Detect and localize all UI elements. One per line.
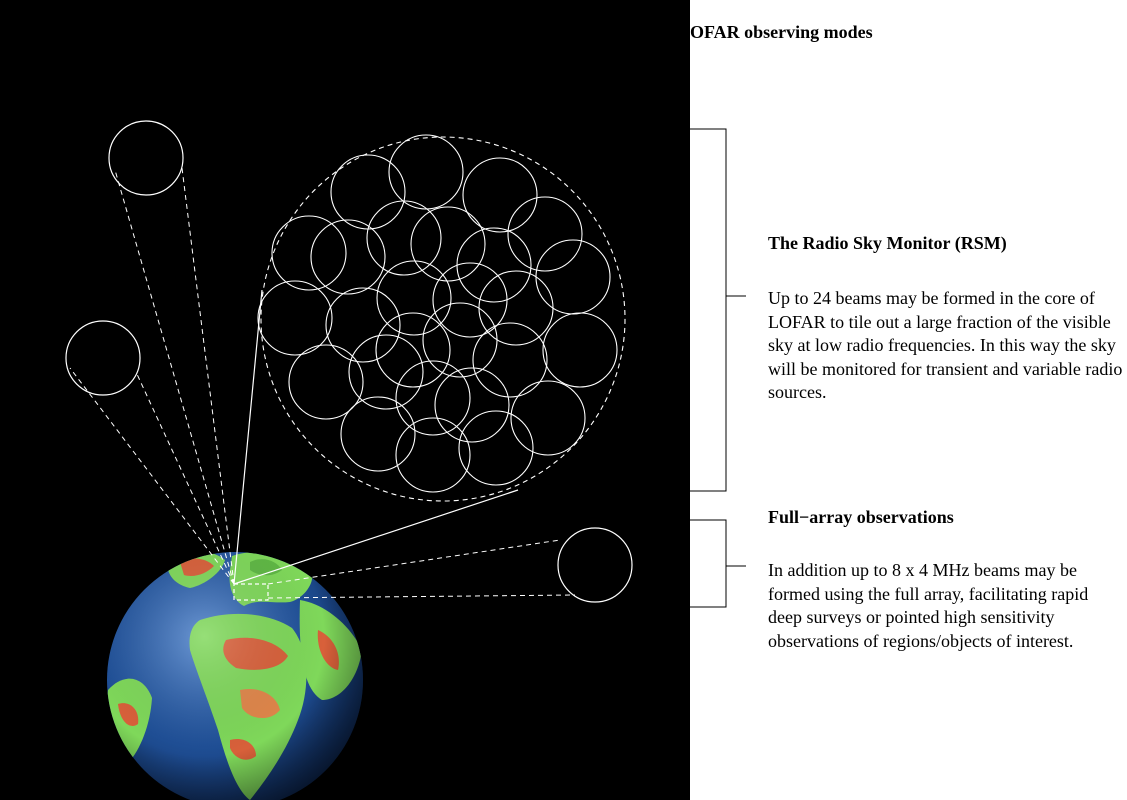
rsm-beam <box>472 322 548 398</box>
rsm-bracket <box>690 128 727 492</box>
rsm-beam <box>325 287 401 363</box>
sky-diagram-panel <box>0 0 690 800</box>
rsm-beam <box>388 134 464 210</box>
rsm-beam <box>366 200 442 276</box>
rsm-beam <box>434 367 510 443</box>
rsm-beam <box>478 270 554 346</box>
earth-globe <box>107 552 363 800</box>
rsm-beam <box>288 344 364 420</box>
rsm-beam <box>410 206 486 282</box>
section-brackets <box>690 128 746 608</box>
beam-circle <box>108 120 184 196</box>
full-array-description: In addition up to 8 x 4 MHz beams may be… <box>768 560 1089 651</box>
rsm-beam <box>310 219 386 295</box>
rsm-beam <box>375 312 451 388</box>
rsm-beam <box>348 334 424 410</box>
rsm-beams <box>257 134 618 493</box>
full-array-bracket <box>690 519 727 608</box>
page-title: LOFAR observing modes <box>678 22 873 42</box>
rsm-beam <box>422 302 498 378</box>
rsm-beam <box>535 239 611 315</box>
rsm-cone <box>233 289 519 585</box>
rsm-beam <box>395 417 471 493</box>
rsm-beam <box>456 227 532 303</box>
rsm-beam <box>340 396 416 472</box>
rsm-beam <box>542 312 618 388</box>
single-beam-cones <box>69 167 576 599</box>
beam-diagram <box>65 120 633 800</box>
rsm-beam <box>271 215 347 291</box>
rsm-beam <box>257 280 333 356</box>
rsm-beam <box>507 196 583 272</box>
rsm-beam <box>510 380 586 456</box>
rsm-beam <box>395 360 471 436</box>
rsm-beam <box>376 260 452 336</box>
rsm-description: Up to 24 beams may be formed in the core… <box>768 288 1123 402</box>
rsm-beam <box>462 157 538 233</box>
rsm-beam <box>432 262 508 338</box>
full-array-heading: Full−array observations <box>768 507 954 527</box>
single-beams <box>65 120 633 603</box>
rsm-heading: The Radio Sky Monitor (RSM) <box>768 233 1007 253</box>
rsm-beam <box>458 410 534 486</box>
beam-circle <box>65 320 141 396</box>
rsm-beam <box>330 154 406 230</box>
beam-circle <box>557 527 633 603</box>
rsm-field-of-view <box>260 136 626 502</box>
